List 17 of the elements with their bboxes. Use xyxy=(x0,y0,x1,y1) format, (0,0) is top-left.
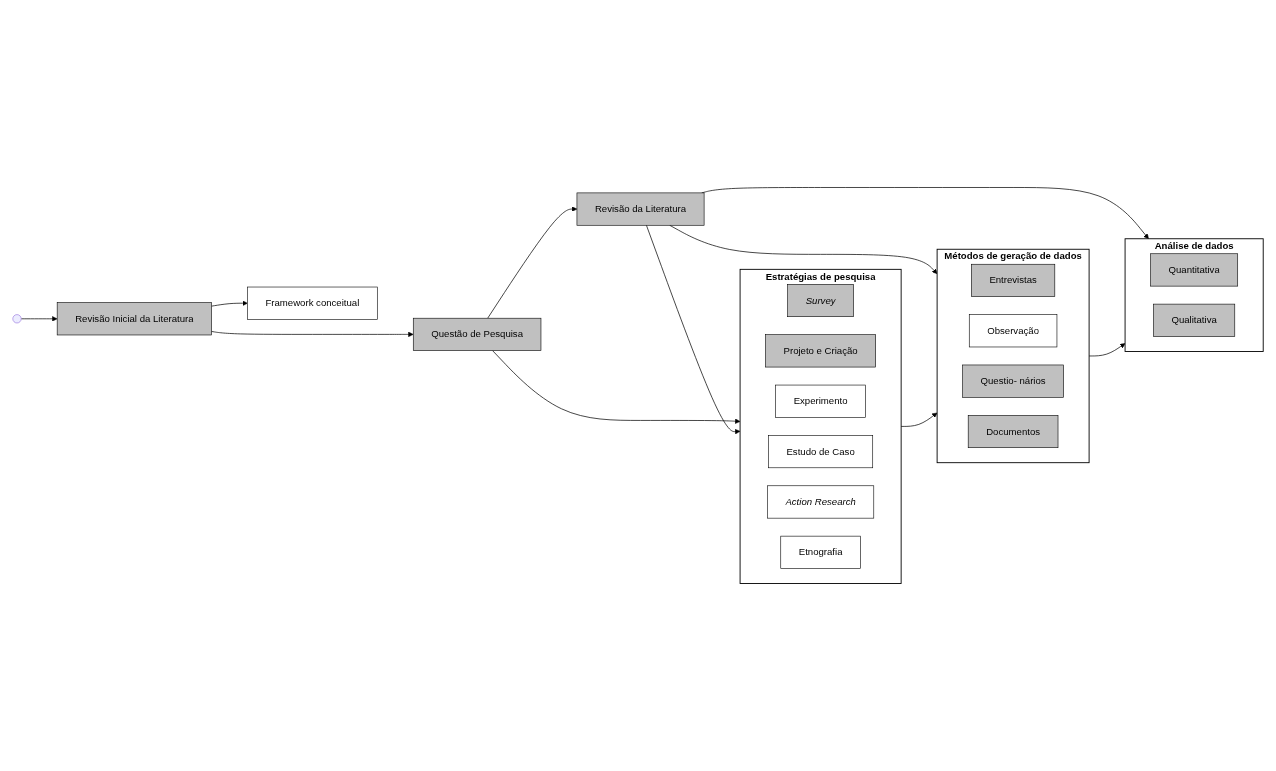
node-box: Entrevistas xyxy=(971,263,1056,297)
node-box: Framework conceitual xyxy=(247,286,378,320)
node-box: Action Research xyxy=(767,485,875,519)
node-box: Estudo de Caso xyxy=(768,435,874,469)
node-box: Questio- nários xyxy=(962,364,1064,398)
node-box: Survey xyxy=(787,284,854,317)
node-box: Documentos xyxy=(967,415,1059,448)
node-circle xyxy=(12,314,22,324)
node-box: Experimento xyxy=(775,384,866,418)
node-box: Questão de Pesquisa xyxy=(412,317,542,351)
node-box: Qualitativa xyxy=(1153,303,1236,337)
node-box: Revisão da Literatura xyxy=(576,192,705,226)
node-box: Observação xyxy=(968,314,1058,348)
node-box: Projeto e Criação xyxy=(765,334,876,368)
node-box: Quantitativa xyxy=(1150,253,1238,287)
node-box: Revisão Inicial da Literatura xyxy=(56,302,212,336)
node-box: Etnografia xyxy=(780,535,861,569)
